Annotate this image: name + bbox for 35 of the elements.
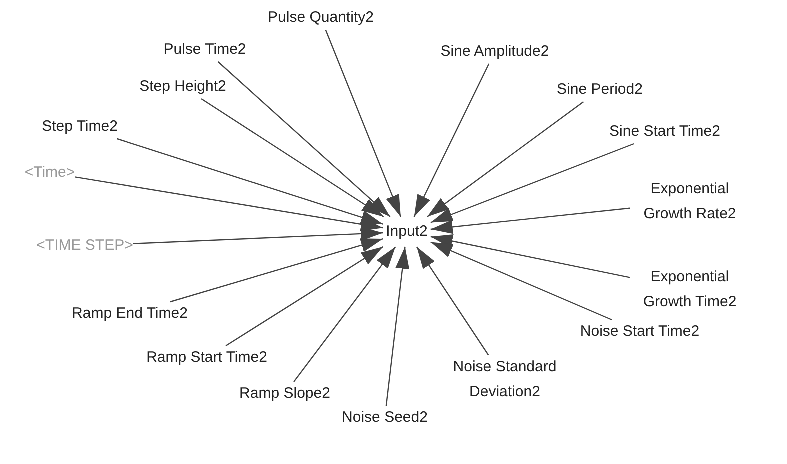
variable-label: Noise Start Time2 <box>580 320 700 344</box>
arrow <box>414 64 490 218</box>
variable-label: Sine Start Time2 <box>610 120 720 144</box>
variable-label: Step Time2 <box>42 115 118 139</box>
arrow <box>117 138 384 225</box>
variable-label: Exponential Growth Rate2 <box>630 177 750 227</box>
variable-label: Sine Period2 <box>557 78 643 102</box>
arrow <box>218 62 391 218</box>
arrow <box>201 98 384 218</box>
arrow <box>170 238 384 303</box>
arrow <box>133 227 384 244</box>
arrow <box>325 30 402 218</box>
arrow <box>416 246 490 356</box>
arrow <box>226 246 384 346</box>
arrow <box>430 242 612 321</box>
arrow <box>427 102 584 218</box>
variable-label: Sine Amplitude2 <box>440 40 550 64</box>
arrow <box>75 176 384 232</box>
variable-label: Ramp Start Time2 <box>146 346 268 370</box>
variable-label: Ramp Slope2 <box>240 382 330 406</box>
variable-label: Noise Standard Deviation2 <box>440 355 570 405</box>
arrow <box>430 143 634 224</box>
variable-label: Exponential Growth Time2 <box>630 265 750 315</box>
variable-label: Input2 <box>386 220 428 244</box>
variable-label: Ramp End Time2 <box>72 302 188 326</box>
variable-label: <TIME STEP> <box>36 234 134 258</box>
arrow <box>430 208 630 234</box>
variable-label: Noise Seed2 <box>342 406 428 430</box>
variable-label: Pulse Quantity2 <box>268 6 374 30</box>
arrow <box>386 246 410 406</box>
variable-label: <Time> <box>24 161 76 185</box>
variable-label: Pulse Time2 <box>164 38 246 62</box>
arrow <box>430 234 630 278</box>
arrow <box>294 246 396 382</box>
variable-label: Step Height2 <box>140 75 226 99</box>
